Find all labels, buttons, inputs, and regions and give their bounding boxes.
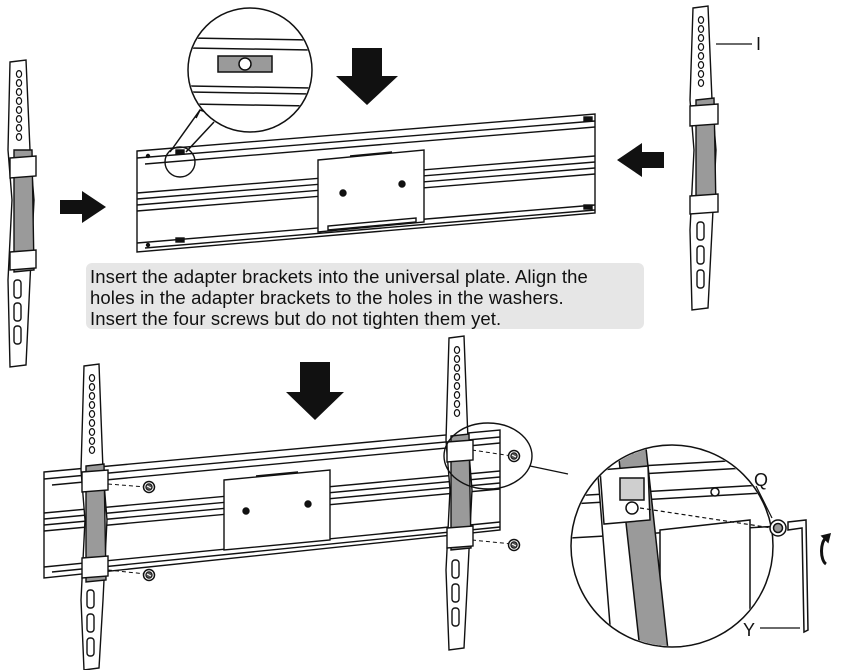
detail-highlight-ellipse <box>443 422 533 490</box>
down-arrow-bottom <box>286 362 344 420</box>
adapter-bracket-top-left <box>7 59 37 368</box>
part-label-q: Q <box>754 470 768 490</box>
left-arrow-right <box>617 143 664 177</box>
magnifier-leader-line <box>529 465 569 475</box>
universal-plate-bottom <box>43 429 513 579</box>
right-arrow-left <box>60 191 106 223</box>
down-arrow-top <box>336 48 398 105</box>
detail-magnifier-top <box>169 7 313 153</box>
part-label-y: Y <box>743 620 755 640</box>
instruction-text-box: Insert the adapter brackets into the uni… <box>86 263 644 329</box>
universal-plate-top <box>136 113 596 253</box>
adapter-bracket-bottom-left <box>80 363 109 670</box>
adapter-bracket-bottom-right <box>445 335 474 651</box>
instruction-line-3: Insert the four screws but do not tighte… <box>90 308 502 329</box>
adapter-bracket-top-right <box>689 5 752 311</box>
instruction-line-2: holes in the adapter brackets to the hol… <box>90 287 564 308</box>
instruction-line-1: Insert the adapter brackets into the uni… <box>90 266 588 287</box>
detail-magnifier-bottom <box>570 444 832 648</box>
part-label-i: I <box>756 34 761 54</box>
